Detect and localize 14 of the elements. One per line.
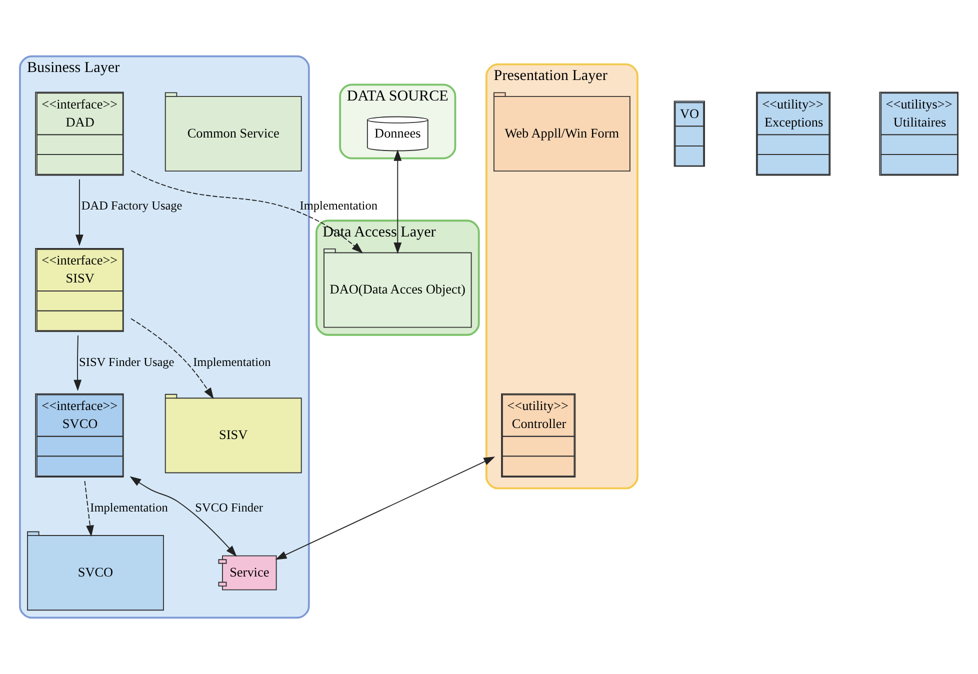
edge-label: SVCO Finder [195, 500, 264, 514]
arrow [74, 335, 82, 392]
arrow [75, 178, 84, 246]
arrow [130, 318, 214, 400]
edge-label: Implementation [90, 500, 168, 514]
edge-label: SISV Finder Usage [79, 354, 174, 369]
arrow [130, 170, 363, 254]
edge-label: Implementation [300, 198, 378, 213]
edge-label: DAD Factory Usage [81, 198, 182, 213]
arrow [130, 476, 237, 557]
arrow [84, 480, 94, 537]
arrow [275, 456, 496, 560]
edge-label: Implementation [193, 354, 271, 369]
arrow [394, 150, 402, 254]
